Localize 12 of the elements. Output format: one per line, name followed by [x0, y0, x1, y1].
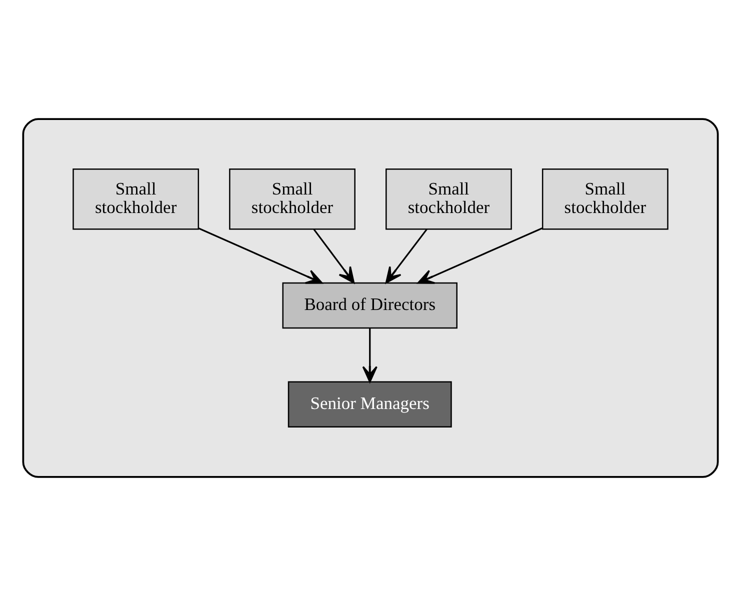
node-box: Small stockholder — [542, 168, 668, 230]
node-box: Small stockholder — [386, 168, 512, 230]
arrow — [362, 328, 378, 383]
arrow — [198, 227, 323, 284]
cluster — [22, 118, 719, 478]
node-box: Small stockholder — [229, 168, 356, 230]
arrow — [313, 228, 355, 284]
arrow — [417, 227, 542, 284]
node-box: Small stockholder — [72, 168, 200, 230]
arrow — [385, 228, 428, 284]
node-box: Board of Directors — [282, 282, 458, 329]
node-box: Senior Managers — [288, 381, 452, 428]
